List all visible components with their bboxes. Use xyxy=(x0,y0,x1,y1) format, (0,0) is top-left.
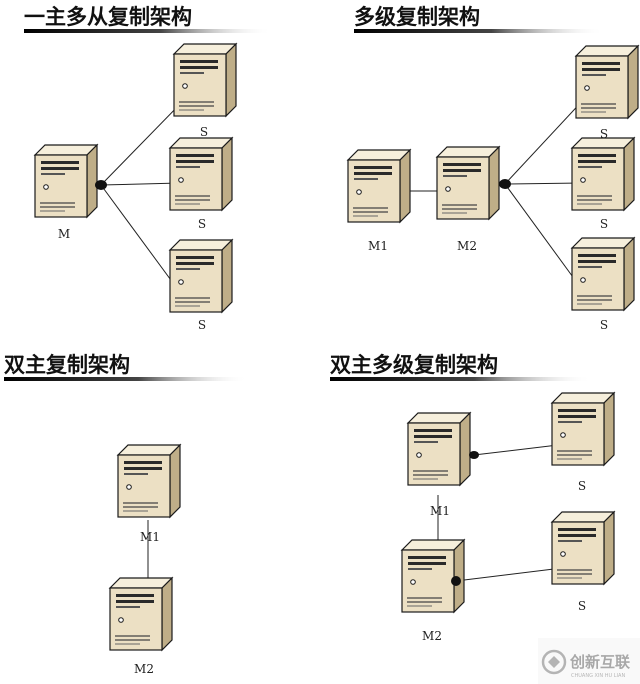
node-label-master-1: M1 xyxy=(368,239,388,253)
brand-logo-icon xyxy=(541,649,567,675)
server-icon-slave xyxy=(173,43,237,117)
watermark-subtext: CHUANG XIN HU LIAN xyxy=(571,673,625,679)
replication-link xyxy=(455,565,563,582)
server-icon-master-1 xyxy=(407,412,471,486)
connector-node xyxy=(469,451,479,459)
node-label-slave: S xyxy=(578,479,586,493)
node-label-slave: S xyxy=(600,318,608,332)
panel-one-master-multi-slave: 一主多从复制架构 M S S S xyxy=(24,5,272,332)
connector-node xyxy=(95,180,107,190)
server-icon-slave xyxy=(551,392,615,466)
node-label-slave: S xyxy=(578,599,586,613)
node-label-master-1: M1 xyxy=(140,530,160,544)
panel-title: 多级复制架构 xyxy=(354,5,480,29)
server-icon-slave xyxy=(169,137,233,211)
watermark: 创新互联 CHUANG XIN HU LIAN xyxy=(538,638,640,684)
server-icon-slave xyxy=(571,137,635,211)
server-icon-master-2 xyxy=(436,146,500,220)
node-label-slave: S xyxy=(198,318,206,332)
panel-dual-master: 双主复制架构 M1 M2 xyxy=(4,353,248,676)
replication-link xyxy=(473,442,559,456)
server-icon-slave xyxy=(571,237,635,311)
replication-link xyxy=(100,179,181,187)
connector-node xyxy=(451,576,461,586)
panel-title: 一主多从复制架构 xyxy=(24,5,192,29)
node-label-master-1: M1 xyxy=(430,504,450,518)
title-underline xyxy=(24,29,272,33)
server-icon-master-1 xyxy=(347,149,411,223)
node-label-master-2: M2 xyxy=(422,629,442,643)
server-icon-slave xyxy=(575,45,639,119)
title-underline xyxy=(330,377,592,381)
server-icon-master-2 xyxy=(109,577,173,651)
panel-multi-level: 多级复制架构 M1 M2 S S S xyxy=(347,5,639,332)
title-underline xyxy=(354,29,604,33)
panel-title: 双主多级复制架构 xyxy=(330,353,498,377)
replication-link xyxy=(504,179,583,187)
watermark-text: 创新互联 xyxy=(569,653,631,671)
panel-title: 双主复制架构 xyxy=(4,353,130,377)
server-icon-slave xyxy=(551,511,615,585)
node-label-master: M xyxy=(58,227,70,241)
title-underline xyxy=(4,377,248,381)
server-icon-master xyxy=(34,144,98,218)
server-icon-master-2 xyxy=(401,539,465,613)
replication-link xyxy=(504,183,579,285)
replication-link xyxy=(504,96,587,185)
node-label-master-2: M2 xyxy=(134,662,154,676)
node-label-master-2: M2 xyxy=(457,239,477,253)
connector-node xyxy=(499,179,511,189)
server-icon-master-1 xyxy=(117,444,181,518)
node-label-slave: S xyxy=(200,125,208,139)
server-icon-slave xyxy=(169,239,233,313)
panel-dual-master-multi-level: 双主多级复制架构 M1 M2 S S xyxy=(330,353,615,643)
replication-link xyxy=(100,99,185,186)
node-label-slave: S xyxy=(600,217,608,231)
node-label-slave: S xyxy=(198,217,206,231)
node-label-slave: S xyxy=(600,127,608,141)
replication-link xyxy=(100,184,177,288)
